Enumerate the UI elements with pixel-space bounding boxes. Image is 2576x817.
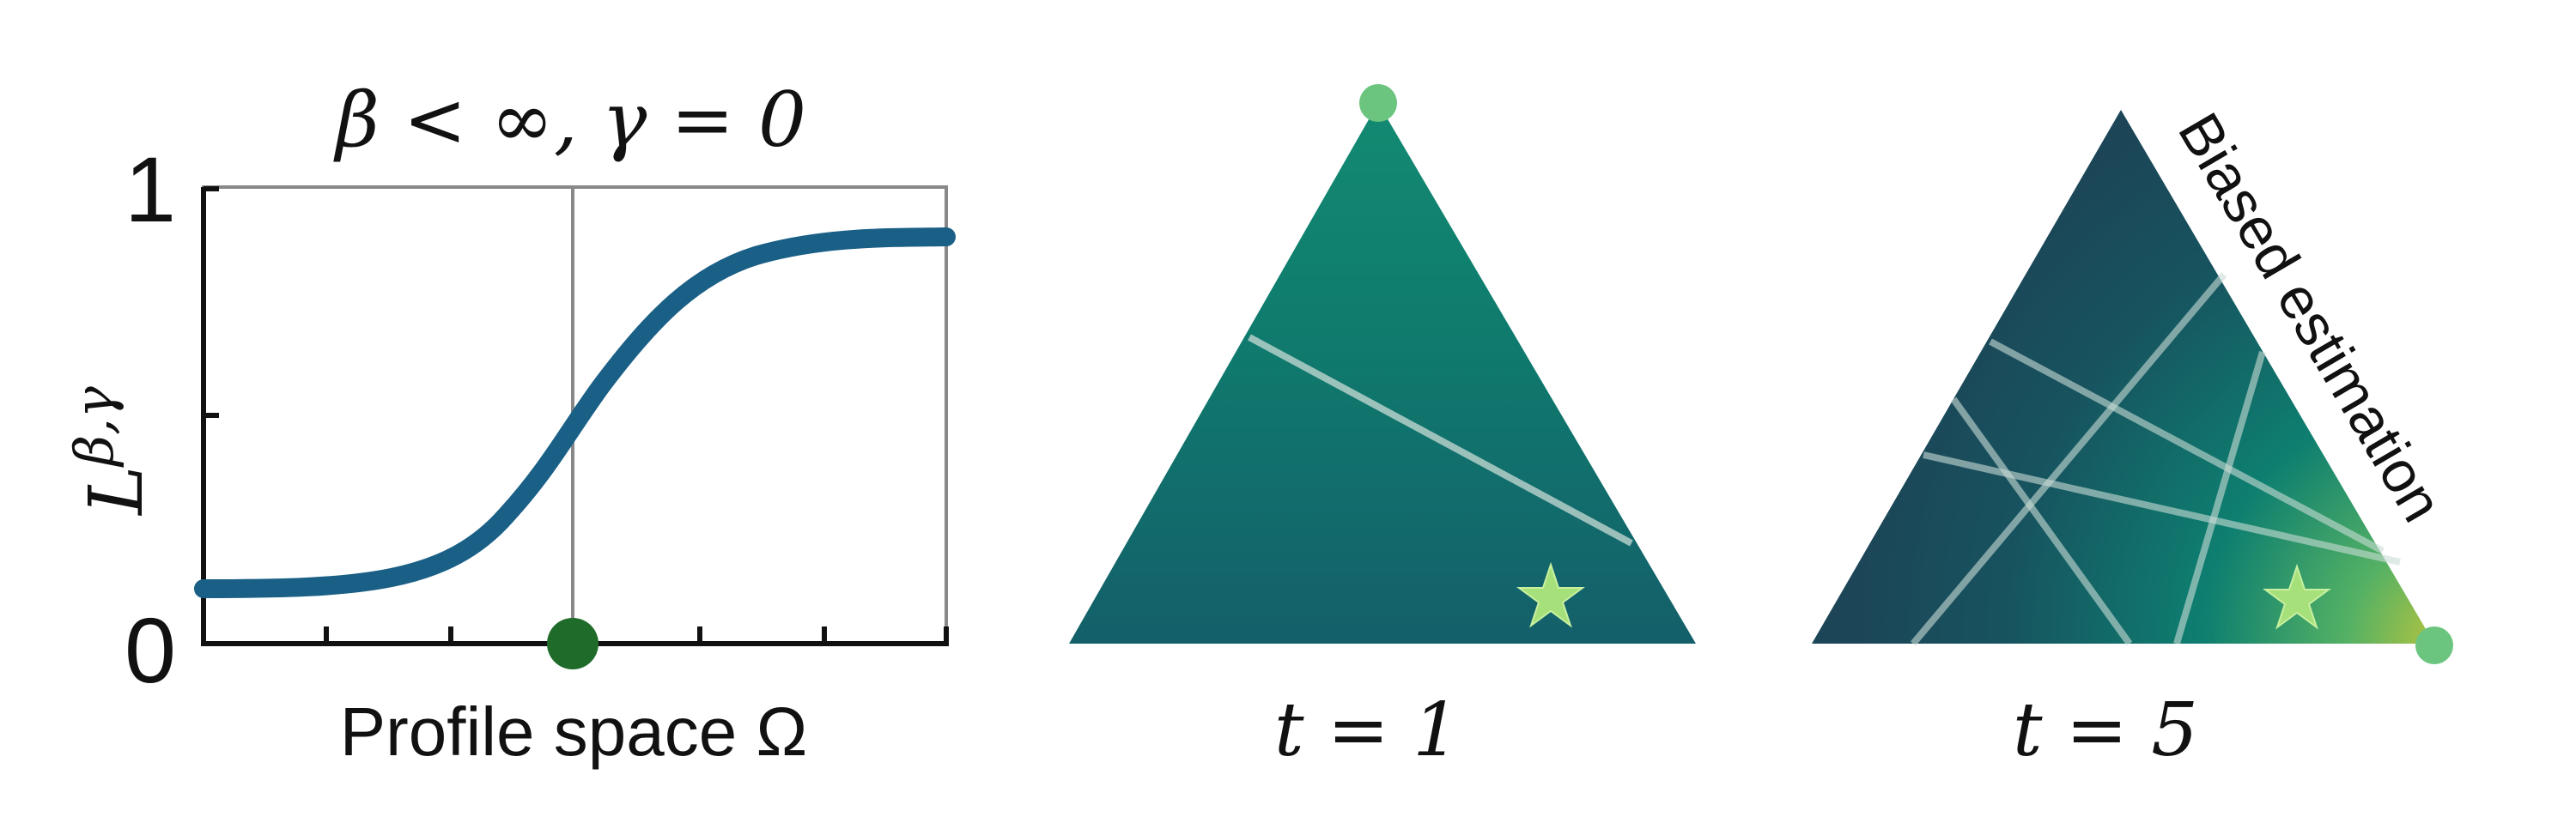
- panel-label-t1: t = 1: [1274, 687, 1460, 773]
- constraint-line-b: [1950, 396, 2133, 646]
- constraint-line-d: [1923, 451, 2401, 566]
- simplex-triangle-t5: [1812, 110, 2434, 644]
- star-marker-t5: [2262, 563, 2332, 630]
- y-tick-label-0: 0: [125, 598, 176, 702]
- vertex-marker-right: [2415, 626, 2453, 664]
- star-marker: [1516, 561, 1586, 628]
- vertex-marker-top: [1359, 84, 1397, 122]
- panel-label-t5: t = 5: [2013, 687, 2198, 773]
- constraint-line-c: [1989, 338, 2385, 554]
- constraint-line-a: [1910, 272, 2227, 646]
- y-tick-label-1: 1: [125, 137, 176, 241]
- constraint-line-1: [1248, 334, 1633, 547]
- y-axis-label: Lβ,γ: [63, 385, 160, 517]
- left-panel: β < ∞, γ = 0 1 0 Lβ,γ Profile space Ω: [63, 76, 956, 770]
- sigmoid-curve: [194, 227, 956, 598]
- x-axis-label: Profile space Ω: [340, 693, 808, 770]
- left-panel-title: β < ∞, γ = 0: [333, 76, 806, 164]
- middle-panel: t = 1: [1069, 84, 1696, 773]
- right-panel: Biased estimation t = 5: [1812, 102, 2455, 773]
- profile-marker: [547, 618, 598, 669]
- simplex-triangle-t1: [1069, 103, 1696, 644]
- constraint-line-e: [2173, 350, 2266, 645]
